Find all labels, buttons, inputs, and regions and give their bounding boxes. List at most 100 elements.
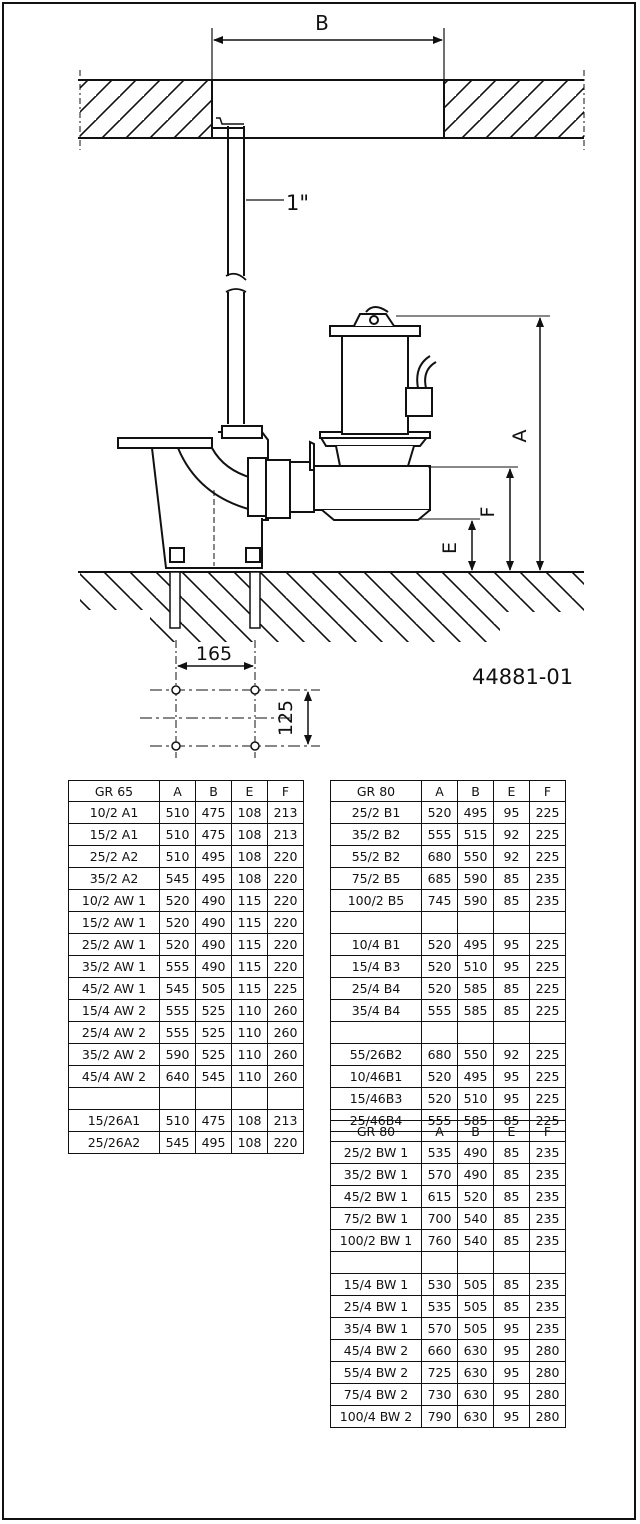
dimension-cell	[267, 1087, 304, 1110]
model-cell: 25/2 AW 1	[68, 933, 160, 956]
model-cell: 75/4 BW 2	[330, 1383, 422, 1406]
dimension-cell: 108	[231, 801, 268, 824]
dimension-cell: 280	[529, 1361, 566, 1384]
header-cell: A	[421, 1120, 458, 1142]
model-cell: 35/2 A2	[68, 867, 160, 890]
dimension-cell: 790	[421, 1405, 458, 1428]
model-cell: 35/4 BW 1	[330, 1317, 422, 1340]
dimension-cell: 95	[493, 1405, 530, 1428]
model-cell: 25/2 A2	[68, 845, 160, 868]
dimension-cell: 495	[195, 867, 232, 890]
model-cell: 35/4 B4	[330, 999, 422, 1022]
dimension-cell: 555	[159, 999, 196, 1022]
model-cell: 55/2 B2	[330, 845, 422, 868]
model-cell: 25/2 BW 1	[330, 1141, 422, 1164]
dimension-cell: 115	[231, 911, 268, 934]
model-cell: 75/2 B5	[330, 867, 422, 890]
dimension-cell: 505	[457, 1317, 494, 1340]
dimension-cell: 95	[493, 933, 530, 956]
dimension-cell: 85	[493, 999, 530, 1022]
ceiling-slab	[78, 70, 585, 150]
dimension-cell: 475	[195, 1109, 232, 1132]
dimension-cell: 95	[493, 1361, 530, 1384]
header-cell: B	[457, 780, 494, 802]
model-cell: 10/2 A1	[68, 801, 160, 824]
header-cell: E	[231, 780, 268, 802]
dimension-cell: 85	[493, 867, 530, 890]
dimension-cell: 235	[529, 1295, 566, 1318]
dim-165: 165	[196, 643, 232, 665]
dimension-cell: 95	[493, 801, 530, 824]
dimension-cell: 510	[159, 823, 196, 846]
dimension-cell	[195, 1087, 232, 1110]
dimension-cell: 225	[529, 845, 566, 868]
dimension-cell: 555	[421, 999, 458, 1022]
dimension-cell: 570	[421, 1317, 458, 1340]
dimension-cell: 520	[421, 801, 458, 824]
header-cell: F	[529, 780, 566, 802]
duckfoot-base	[117, 425, 291, 569]
dimension-cell	[529, 1251, 566, 1274]
dimension-cell: 108	[231, 845, 268, 868]
dimension-cell: 92	[493, 845, 530, 868]
dimension-cell: 95	[493, 1317, 530, 1340]
model-cell: 25/4 BW 1	[330, 1295, 422, 1318]
dimension-cell: 220	[267, 867, 304, 890]
dimension-cell: 475	[195, 823, 232, 846]
dimension-cell: 630	[457, 1361, 494, 1384]
model-cell	[330, 1021, 422, 1044]
dimension-cell: 680	[421, 845, 458, 868]
dimension-cell: 660	[421, 1339, 458, 1362]
label-pipe-size: 1"	[286, 191, 309, 215]
dimension-cell: 108	[231, 1131, 268, 1154]
model-cell: 45/4 AW 2	[68, 1065, 160, 1088]
model-cell: 15/4 BW 1	[330, 1273, 422, 1296]
dimension-cell	[421, 1251, 458, 1274]
dimension-cell: 630	[457, 1383, 494, 1406]
header-cell: E	[493, 780, 530, 802]
header-cell: GR 80	[330, 1120, 422, 1142]
dimension-cell: 225	[529, 955, 566, 978]
dimension-b: B	[211, 11, 445, 80]
dimension-cell: 115	[231, 933, 268, 956]
dimension-cell: 555	[159, 955, 196, 978]
dimension-cell: 110	[231, 1065, 268, 1088]
dimension-cell: 110	[231, 999, 268, 1022]
dimension-cell: 260	[267, 1043, 304, 1066]
model-cell: 25/4 B4	[330, 977, 422, 1000]
dimension-cell: 510	[457, 1087, 494, 1110]
dimension-cell: 570	[421, 1163, 458, 1186]
model-cell: 100/4 BW 2	[330, 1405, 422, 1428]
dimension-cell: 235	[529, 1185, 566, 1208]
dimension-cell: 85	[493, 1229, 530, 1252]
dimension-cell	[457, 911, 494, 934]
model-cell	[330, 911, 422, 934]
label-a: A	[509, 430, 531, 443]
dimension-cell: 235	[529, 1163, 566, 1186]
dimension-cell: 225	[529, 977, 566, 1000]
dimension-cell: 700	[421, 1207, 458, 1230]
dimension-cell: 520	[421, 1087, 458, 1110]
dimension-cell: 545	[159, 867, 196, 890]
model-cell: 25/26A2	[68, 1131, 160, 1154]
dimension-cell: 685	[421, 867, 458, 890]
dimension-cell: 95	[493, 955, 530, 978]
dimension-cell: 490	[195, 911, 232, 934]
model-cell: 100/2 B5	[330, 889, 422, 912]
model-cell: 25/4 AW 2	[68, 1021, 160, 1044]
dimension-cell	[457, 1251, 494, 1274]
dimension-cell: 95	[493, 1087, 530, 1110]
